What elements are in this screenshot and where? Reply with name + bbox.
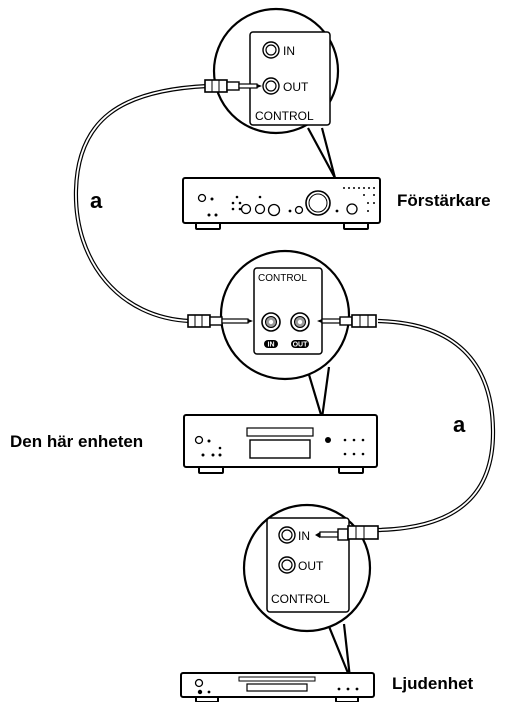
this-unit-out-plug-icon [317, 314, 377, 328]
cable-upper [73, 83, 209, 324]
in-badge-label: IN [268, 342, 275, 349]
audio-out-label: OUT [298, 559, 324, 573]
this-unit-in-plug-icon [187, 314, 253, 328]
amp-in-jack-icon [262, 41, 280, 59]
cable-lower [377, 318, 496, 533]
out-badge-label: OUT [293, 342, 309, 349]
cable-upper-label: a [90, 188, 103, 213]
amp-out-label: OUT [283, 80, 309, 94]
amp-control-title: CONTROL [255, 109, 314, 123]
this-unit-out-jack-icon [290, 312, 310, 332]
in-badge [264, 340, 278, 348]
this-unit-device [183, 414, 378, 474]
audio-plug-icon [315, 525, 379, 541]
amplifier-label: Förstärkare [397, 191, 491, 210]
audio-unit-device [180, 672, 375, 702]
audio-out-jack-icon [278, 556, 296, 574]
amplifier-device [182, 177, 381, 230]
cable-lower-label: a [453, 412, 466, 437]
audio-in-label: IN [298, 529, 310, 543]
this-unit-callout: CONTROL IN OUT [219, 249, 351, 419]
out-badge [291, 340, 309, 348]
this-unit-control-title: CONTROL [258, 273, 307, 284]
this-unit-label: Den här enheten [10, 432, 143, 451]
this-unit-in-jack-icon [261, 312, 281, 332]
amp-in-label: IN [283, 44, 295, 58]
amp-plug-icon [204, 79, 262, 93]
audio-in-jack-icon [278, 526, 296, 544]
audio-unit-label: Ljudenhet [392, 674, 474, 693]
audio-control-title: CONTROL [271, 592, 330, 606]
amp-out-jack-icon [262, 77, 280, 95]
amplifier-callout: IN OUT CONTROL [212, 7, 340, 179]
